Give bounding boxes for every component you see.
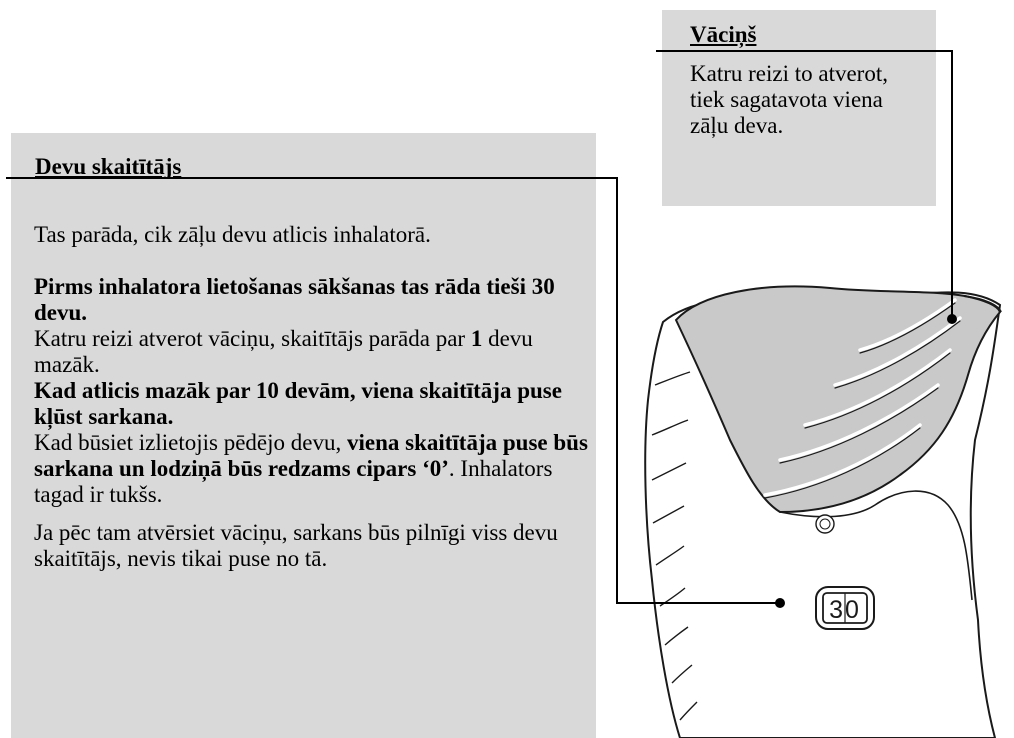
cap-leader-dot — [947, 314, 957, 324]
side-grip-lines — [651, 371, 698, 721]
inhaler-cap — [674, 285, 1002, 514]
dose-counter-callout-box — [11, 133, 596, 738]
counter-paragraph-2: Pirms inhalatora lietošanas sākšanas tas… — [34, 274, 555, 325]
counter-paragraph-5: Kad būsiet izlietojis pēdējo devu, viena… — [34, 430, 594, 508]
counter-p5-text-b: viena skaitītāja puse būs sarkana un lod… — [34, 430, 588, 481]
counter-paragraph-3: Katru reizi atverot vāciņu, skaitītājs p… — [34, 326, 594, 378]
cap-leader-line — [656, 50, 953, 318]
counter-paragraph-6: Ja pēc tam atvērsiet vāciņu, sarkans būs… — [34, 520, 558, 571]
dose-counter-title: Devu skaitītājs — [35, 154, 182, 179]
cap-description: Katru reizi to atverot, tiek sagatavota … — [690, 61, 888, 138]
counter-paragraph-4: Kad atlicis mazāk par 10 devām, viena sk… — [34, 378, 562, 429]
counter-p5-text-a: Kad būsiet izlietojis pēdējo devu, — [34, 430, 347, 455]
counter-paragraph-1: Tas parāda, cik zāļu devu atlicis inhala… — [34, 222, 431, 247]
counter-p5-text-c: . Inhalators tagad ir tukšs. — [34, 456, 553, 507]
dose-counter-description: Tas parāda, cik zāļu devu atlicis inhala… — [34, 222, 594, 572]
dose-counter-window: 30 — [815, 586, 875, 630]
cap-title: Vāciņš — [690, 22, 757, 47]
body-seam — [779, 490, 973, 601]
counter-p3-text-b: 1 — [470, 326, 483, 351]
dose-counter-display: 30 — [829, 596, 861, 624]
dose-counter-leader-line — [6, 177, 778, 604]
inhaler-button — [815, 514, 835, 534]
counter-p3-text-c: devu mazāk. — [34, 326, 533, 377]
counter-p3-text-a: Katru reizi atverot vāciņu, skaitītājs p… — [34, 326, 471, 351]
body-rim — [963, 295, 1002, 313]
cap-callout-box — [662, 10, 936, 206]
dose-counter-leader-dot — [775, 598, 785, 608]
